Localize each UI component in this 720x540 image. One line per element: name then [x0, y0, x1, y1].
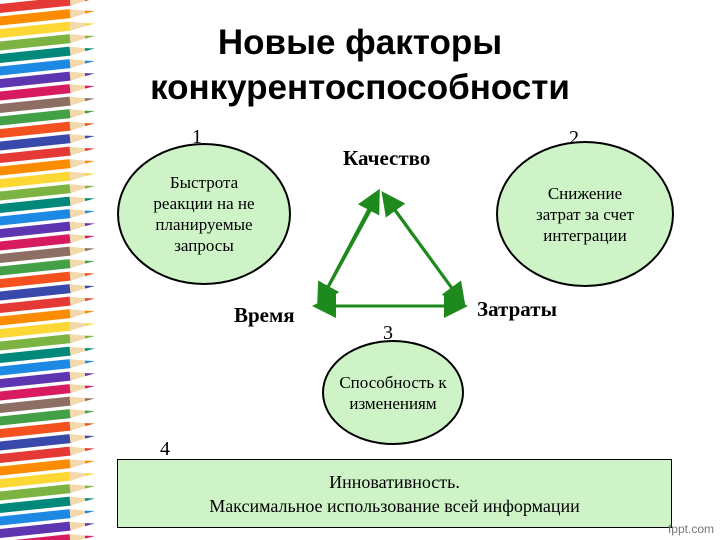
pencil	[0, 396, 95, 414]
pencil	[0, 409, 95, 427]
arrow-quality-to-time	[317, 195, 380, 308]
watermark: fppt.com	[667, 522, 714, 536]
pencil	[0, 159, 95, 177]
colored-pencils-decoration	[0, 0, 95, 540]
pencil	[0, 296, 95, 314]
pencil	[0, 284, 95, 302]
factor-ellipse-2: Снижение затрат за счет интеграции	[496, 141, 674, 287]
factor-number-2: 2	[569, 127, 579, 149]
pencil	[0, 96, 95, 114]
factor-box-4: Инновативность. Максимальное использован…	[117, 459, 672, 528]
factor-number-1: 1	[192, 126, 202, 148]
pencil	[0, 234, 95, 252]
pencil	[0, 446, 95, 464]
pencil	[0, 459, 95, 477]
pencil	[0, 321, 95, 339]
pencil	[0, 384, 95, 402]
pencil	[0, 496, 95, 514]
arrow-time-to-quality	[318, 188, 380, 303]
pencil	[0, 171, 95, 189]
pencil	[0, 9, 95, 27]
pencil	[0, 246, 95, 264]
title-line-1: Новые факторы	[217, 23, 503, 62]
factor-text-3: Способность к изменениям	[339, 372, 447, 413]
pencil	[0, 346, 95, 364]
pencil	[0, 46, 95, 64]
pencil	[0, 109, 95, 127]
arrow-costs-to-quality	[381, 191, 464, 303]
page-title: Новые факторы конкурентоспособности	[115, 20, 605, 110]
title-line-2: конкурентоспособности	[150, 68, 570, 107]
factor-text-4-line-1: Инновативность.	[329, 471, 460, 492]
factor-number-4: 4	[160, 438, 170, 460]
factor-text-4-line-2: Максимальное использование всей информац…	[209, 495, 580, 516]
pencil	[0, 534, 95, 540]
pencil	[0, 121, 95, 139]
pencil	[0, 184, 95, 202]
pencil	[0, 59, 95, 77]
pencil	[0, 34, 95, 52]
pencil	[0, 371, 95, 389]
pencil	[0, 471, 95, 489]
factor-ellipse-1: Быстрота реакции на не планируемые запро…	[117, 143, 291, 285]
pencil	[0, 146, 95, 164]
pencil	[0, 21, 95, 39]
pencil	[0, 196, 95, 214]
factor-text-1: Быстрота реакции на не планируемые запро…	[153, 173, 255, 255]
pencil	[0, 271, 95, 289]
pencil	[0, 359, 95, 377]
pencil	[0, 521, 95, 539]
pencil	[0, 84, 95, 102]
pencil	[0, 509, 95, 527]
triangle-label-costs: Затраты	[477, 297, 557, 321]
pencil	[0, 421, 95, 439]
pencil	[0, 484, 95, 502]
pencil	[0, 71, 95, 89]
pencil	[0, 334, 95, 352]
pencil	[0, 0, 95, 14]
pencil	[0, 434, 95, 452]
pencil	[0, 221, 95, 239]
triangle-label-quality: Качество	[343, 146, 431, 170]
factor-ellipse-3: Способность к изменениям	[322, 340, 464, 445]
pencil	[0, 259, 95, 277]
pencil	[0, 209, 95, 227]
arrow-quality-to-costs	[381, 193, 466, 307]
pencil	[0, 134, 95, 152]
factor-number-3: 3	[383, 322, 393, 344]
triangle-label-time: Время	[234, 303, 295, 327]
factor-text-2: Снижение затрат за счет интеграции	[536, 183, 634, 245]
pencil	[0, 309, 95, 327]
